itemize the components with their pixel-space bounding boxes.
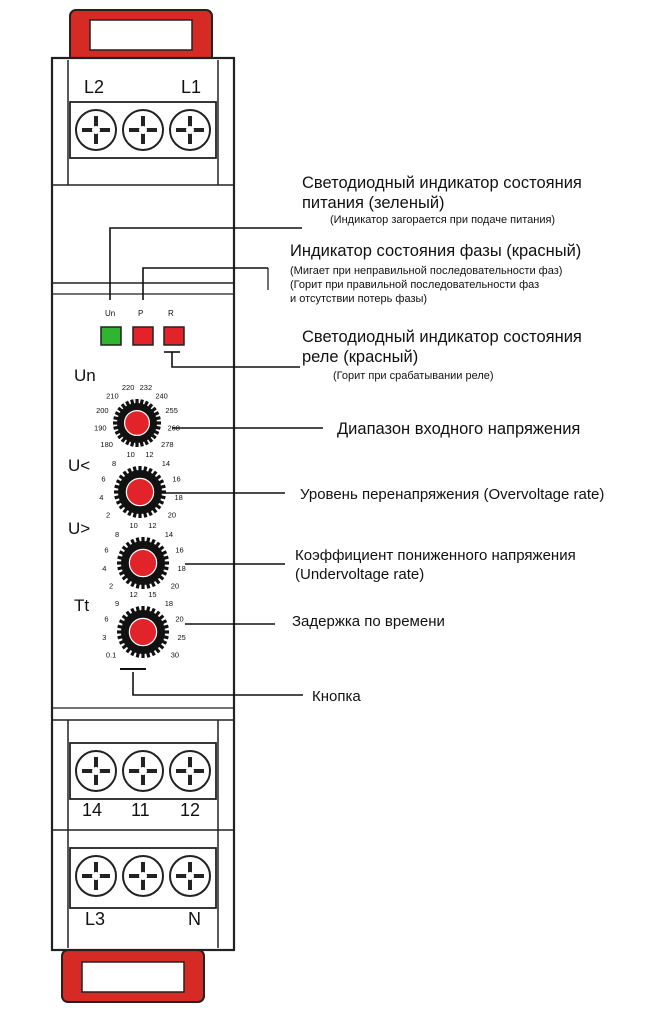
screw-terminal-icon[interactable]: [169, 855, 211, 897]
callout-undervoltage-1: Коэффициент пониженного напряжения: [295, 547, 576, 564]
knob-scale-label: 14: [162, 459, 170, 468]
screw-terminal-icon[interactable]: [75, 855, 117, 897]
knob-scale-label: 8: [115, 530, 119, 539]
knob-scale-label: 10: [129, 521, 137, 530]
callout-phase-title: Индикатор состояния фазы (красный): [290, 242, 582, 260]
terminal-label-l1: L1: [181, 77, 202, 97]
screw-terminal-icon[interactable]: [122, 109, 164, 151]
callout-relay-title-1: Светодиодный индикатор состояния: [302, 328, 582, 346]
knob-scale-label: 25: [178, 633, 186, 642]
screw-terminal-icon[interactable]: [122, 855, 164, 897]
knob-scale-label: 15: [148, 590, 156, 599]
knob-scale-label: 210: [106, 391, 119, 400]
callout-power-title-1: Светодиодный индикатор состояния: [302, 174, 582, 192]
callout-power-note: (Индикатор загорается при подаче питания…: [330, 214, 556, 226]
knob-scale-label: 232: [140, 383, 153, 392]
knob-title-un: Un: [74, 366, 96, 385]
knob-scale-label: 220: [122, 383, 135, 392]
knob-title-uunder: U>: [68, 519, 91, 538]
knob-scale-label: 18: [175, 493, 183, 502]
led-label-p: P: [138, 309, 144, 318]
knob-scale-label: 4: [102, 564, 106, 573]
knob-title-uover: U<: [68, 456, 91, 475]
led-power-indicator: [100, 326, 122, 346]
callout-phase-note-3: и отсутствии потерь фазы): [290, 293, 428, 305]
callout-phase-note-2: (Горит при правильной последовательности…: [290, 279, 540, 291]
knob-scale-label: 0.1: [106, 650, 116, 659]
knob-scale-label: 6: [104, 614, 108, 623]
knob-scale-label: 8: [112, 459, 116, 468]
knob-scale-label: 3: [102, 633, 106, 642]
knob-scale-label: 6: [104, 545, 108, 554]
terminal-label-14: 14: [82, 800, 103, 820]
led-phase-indicator: [132, 326, 154, 346]
screw-terminal-icon[interactable]: [169, 109, 211, 151]
led-label-r: R: [168, 309, 174, 318]
terminal-label-l3: L3: [85, 909, 106, 929]
knob-scale-label: 12: [148, 521, 156, 530]
leader-lines: [109, 227, 323, 696]
leader-relay: [171, 352, 300, 368]
knob-scale-label: 18: [165, 599, 173, 608]
knob-scale-label: 14: [165, 530, 173, 539]
knob-scale-label: 255: [165, 406, 178, 415]
callout-overvoltage: Уровень перенапряжения (Overvoltage rate…: [300, 486, 605, 503]
knob-scale-label: 20: [171, 581, 179, 590]
callout-undervoltage-2: (Undervoltage rate): [295, 566, 425, 583]
top-din-clip: [69, 9, 213, 63]
terminal-label-n: N: [188, 909, 201, 929]
knob-scale-label: 6: [101, 474, 105, 483]
knob-scale-label: 20: [175, 614, 183, 623]
bottom-din-clip: [61, 949, 205, 1003]
led-label-un: Un: [105, 309, 116, 318]
knob-scale-label: 278: [161, 440, 174, 449]
knob-scale-label: 18: [178, 564, 186, 573]
callout-button: Кнопка: [312, 688, 361, 705]
knob-scale-label: 16: [172, 474, 180, 483]
knob-scale-label: 9: [115, 599, 119, 608]
knob-scale-label: 190: [94, 424, 107, 433]
callout-relay-title-2: реле (красный): [302, 348, 419, 366]
knob-scale-label: 240: [155, 391, 168, 400]
leader-button: [132, 672, 303, 696]
knob-scale-label: 12: [129, 590, 137, 599]
knob-scale-label: 16: [175, 545, 183, 554]
terminal-label-12: 12: [180, 800, 201, 820]
screw-terminal-icon[interactable]: [169, 750, 211, 792]
knob-scale-label: 200: [96, 406, 109, 415]
knob-scale-label: 12: [145, 450, 153, 459]
leader-power: [109, 227, 302, 300]
knob-scale-label: 2: [106, 510, 110, 519]
knob-scale-label: 10: [126, 450, 134, 459]
screw-terminal-icon[interactable]: [75, 750, 117, 792]
callout-delay: Задержка по времени: [292, 613, 445, 630]
callout-relay-note: (Горит при срабатывании реле): [333, 370, 494, 382]
knob-scale-label: 30: [171, 650, 179, 659]
led-relay-indicator: [163, 326, 185, 346]
callout-power-title-2: питания (зеленый): [302, 194, 445, 212]
leader-phase: [142, 267, 268, 300]
knob-title-tt: Tt: [74, 596, 90, 615]
knob-scale-label: 180: [100, 440, 113, 449]
knob-scale-label: 2: [109, 581, 113, 590]
device-body: [50, 56, 236, 952]
terminal-label-11: 11: [131, 800, 150, 820]
knob-scale-label: 20: [168, 510, 176, 519]
screw-terminal-icon[interactable]: [75, 109, 117, 151]
callout-range: Диапазон входного напряжения: [337, 420, 581, 438]
screw-terminal-icon[interactable]: [122, 750, 164, 792]
knob-scale-label: 4: [99, 493, 103, 502]
callout-phase-note-1: (Мигает при неправильной последовательно…: [290, 265, 563, 277]
terminal-label-l2: L2: [84, 77, 105, 97]
